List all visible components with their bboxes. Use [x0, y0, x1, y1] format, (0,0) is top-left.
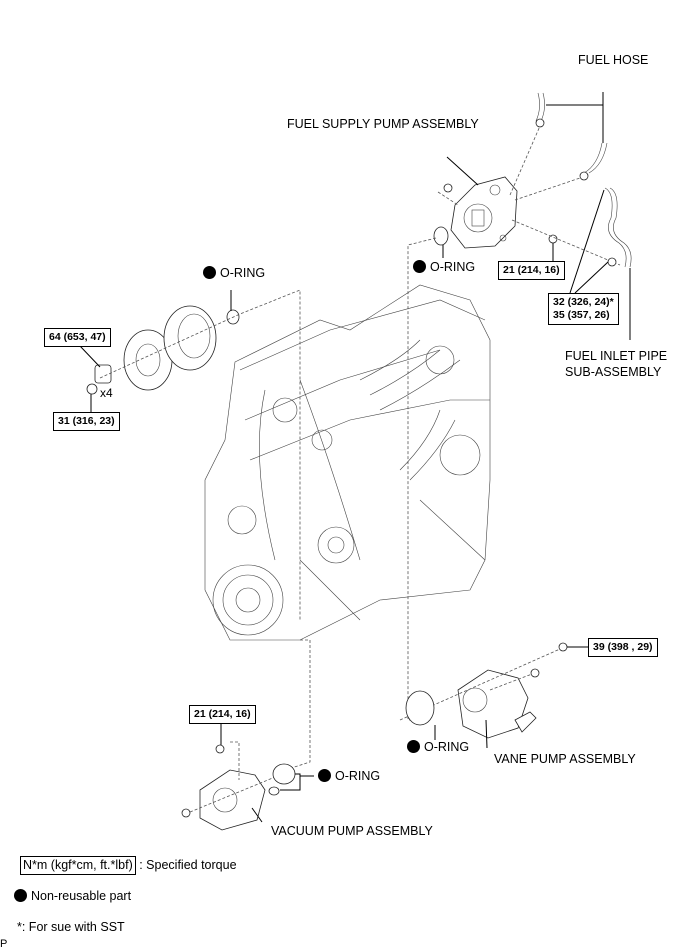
timing-pulley-group — [79, 289, 301, 620]
vacuum-pump-oring-label: O-RING — [318, 769, 380, 784]
torque-inlet-pipe: 32 (326, 24)*35 (357, 26) — [548, 293, 619, 325]
oring-text: O-RING — [424, 740, 470, 754]
vacuum-pump-label: VACUUM PUMP ASSEMBLY — [271, 824, 433, 838]
oring-text: O-RING — [220, 266, 266, 280]
vane-pump-label: VANE PUMP ASSEMBLY — [494, 752, 636, 766]
oring-text: O-RING — [335, 769, 381, 783]
torque-inlet-pipe-sst: 32 (326, 24)* — [553, 296, 614, 308]
torque-supply-pump-nut: 21 (214, 16) — [498, 261, 565, 280]
oring-text: O-RING — [430, 260, 476, 274]
fuel-hose-label: FUEL HOSE — [578, 53, 649, 67]
fuel-inlet-pipe-label-1: FUEL INLET PIPE — [565, 349, 668, 363]
non-reusable-icon — [413, 260, 426, 273]
torque-pulley-nut: 64 (653, 47) — [44, 328, 111, 347]
vacuum-pump — [181, 639, 314, 831]
legend-nonreusable-text: Non-reusable part — [31, 889, 132, 903]
torque-vane-pump-nut: 39 (398 , 29) — [588, 638, 658, 657]
torque-inlet-pipe-normal: 35 (357, 26) — [553, 309, 610, 321]
legend-sst-note: *: For sue with SST — [17, 920, 125, 934]
non-reusable-icon — [14, 889, 27, 902]
engine-block — [204, 284, 491, 641]
legend-torque-desc: : Specified torque — [139, 858, 237, 872]
legend-nonreusable: Non-reusable part — [14, 889, 131, 904]
fuel-inlet-pipe-label-2: SUB-ASSEMBLY — [565, 365, 662, 379]
supply-pump-oring-label: O-RING — [413, 260, 475, 275]
non-reusable-icon — [407, 740, 420, 753]
legend-torque-unit: N*m (kgf*cm, ft.*lbf) — [20, 856, 136, 875]
torque-pulley-bolt: 31 (316, 23) — [53, 412, 120, 431]
fuel-inlet-pipe — [569, 187, 632, 340]
torque-vacuum-pump-nut: 21 (214, 16) — [189, 705, 256, 724]
page-marker: P — [0, 938, 8, 950]
vane-pump-oring-label: O-RING — [407, 740, 469, 755]
non-reusable-icon — [203, 266, 216, 279]
fuel-supply-pump-label: FUEL SUPPLY PUMP ASSEMBLY — [287, 117, 479, 131]
fuel-supply-pump — [437, 125, 621, 266]
non-reusable-icon — [318, 769, 331, 782]
bolt-quantity-label: x4 — [100, 386, 113, 400]
supply-pump-oring-shape — [433, 226, 449, 246]
vane-pump — [399, 642, 588, 749]
pulley-oring-label: O-RING — [203, 266, 265, 281]
legend-torque: N*m (kgf*cm, ft.*lbf) : Specified torque — [20, 856, 237, 875]
fuel-hose — [535, 92, 608, 181]
